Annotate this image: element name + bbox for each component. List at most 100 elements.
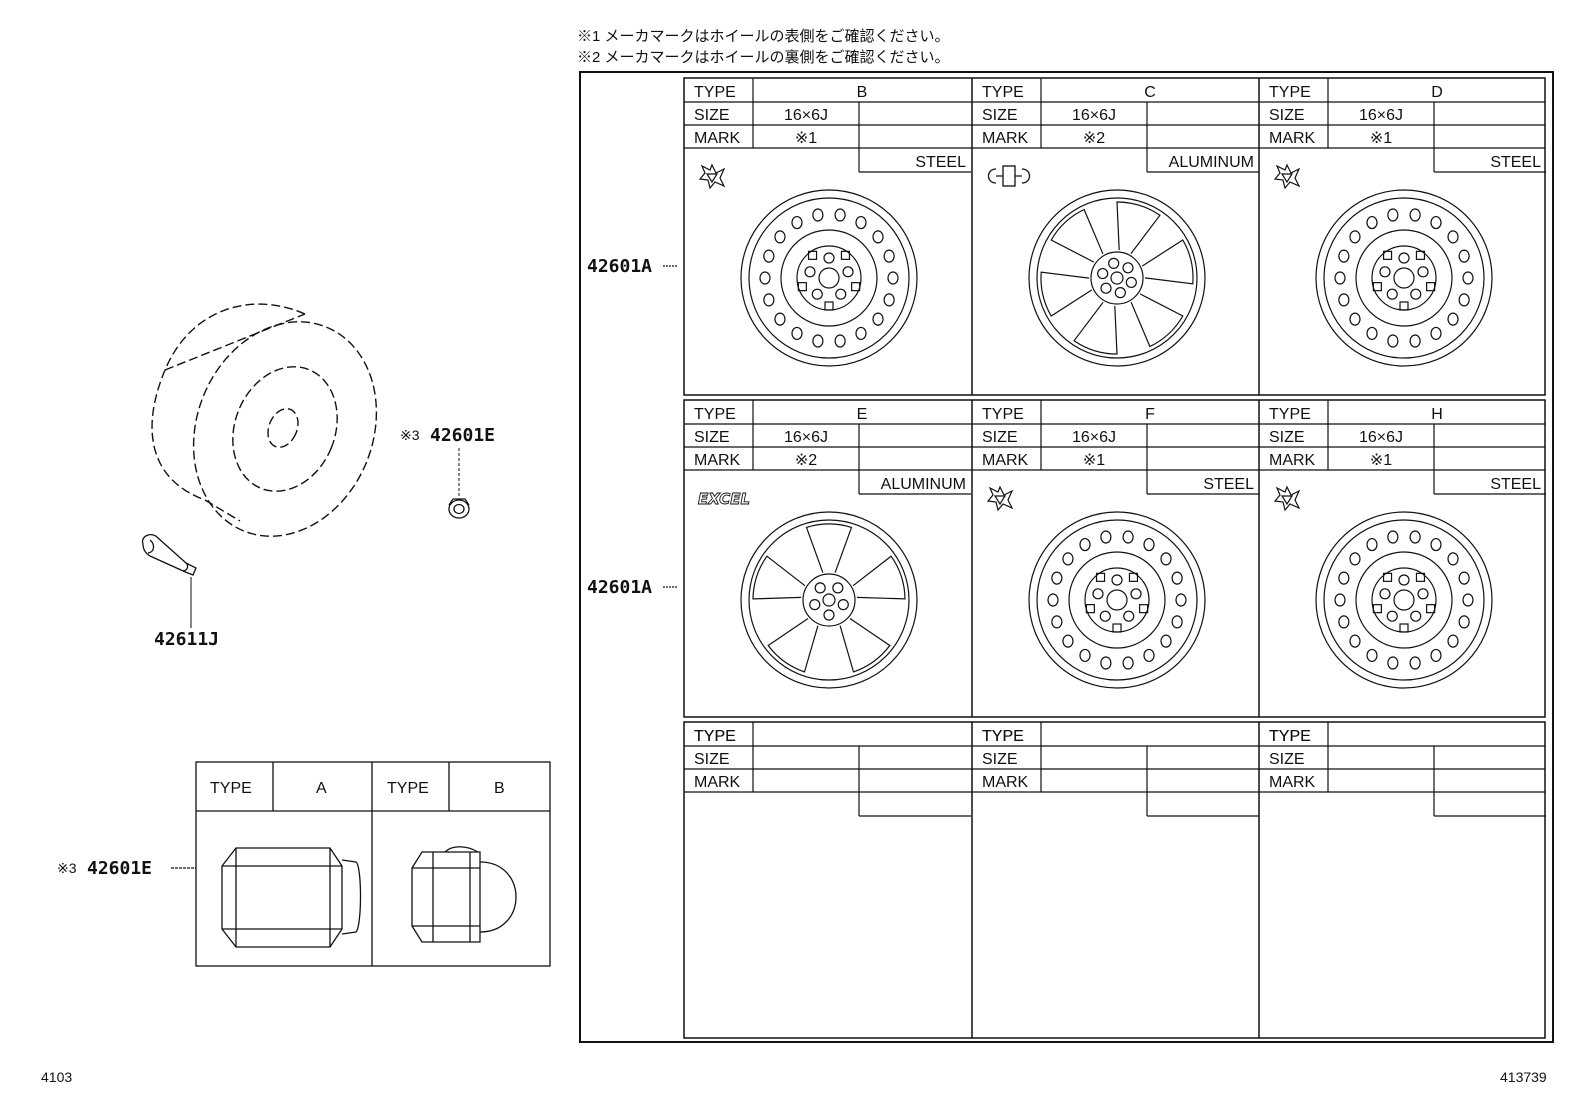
wheel-frame xyxy=(579,71,1554,1043)
material-value: STEEL xyxy=(1490,476,1541,493)
size-label: SIZE xyxy=(982,107,1018,124)
steel-wheel-illustration xyxy=(740,189,918,367)
type-value: D xyxy=(1431,84,1443,101)
size-label: SIZE xyxy=(1269,107,1305,124)
size-value: 16×6J xyxy=(784,107,828,124)
alloy-wheel-illustration xyxy=(1028,189,1206,367)
part-number-42601a-bottom: 42601A xyxy=(587,577,652,598)
tire-illustration xyxy=(151,303,378,537)
mark-value: ※1 xyxy=(1370,452,1392,469)
type-value: E xyxy=(857,406,868,423)
mark-value: ※1 xyxy=(795,130,817,147)
excel-logo-icon: EXCEL xyxy=(698,490,751,509)
star-logo-icon xyxy=(1273,485,1301,512)
type-label: TYPE xyxy=(982,728,1024,745)
size-value: 16×6J xyxy=(1072,107,1116,124)
size-label: SIZE xyxy=(694,107,730,124)
nut-table-type-a: A xyxy=(316,780,327,797)
lug-nut-type-b-icon xyxy=(411,846,517,943)
star-logo-icon xyxy=(1273,163,1301,190)
alloy-wheel-illustration xyxy=(740,511,918,689)
type-value: H xyxy=(1431,406,1443,423)
size-label: SIZE xyxy=(1269,751,1305,768)
mark-label: MARK xyxy=(1269,130,1316,147)
material-value: STEEL xyxy=(915,154,966,171)
steel-wheel-illustration xyxy=(1315,511,1493,689)
part-number-42601e-top: 42601E xyxy=(430,425,495,446)
material-value: ALUMINUM xyxy=(1169,154,1254,171)
mark-label: MARK xyxy=(982,452,1029,469)
size-label: SIZE xyxy=(982,429,1018,446)
type-value: F xyxy=(1145,406,1155,423)
mark-value: ※1 xyxy=(1083,452,1105,469)
type-label: TYPE xyxy=(694,406,736,423)
type-label: TYPE xyxy=(694,84,736,101)
steel-wheel-illustration xyxy=(1028,511,1206,689)
size-label: SIZE xyxy=(1269,429,1305,446)
size-value: 16×6J xyxy=(1072,429,1116,446)
mark-label: MARK xyxy=(1269,452,1316,469)
size-value: 16×6J xyxy=(1359,429,1403,446)
footer-right-code: 413739 xyxy=(1500,1069,1547,1085)
type-label: TYPE xyxy=(1269,84,1311,101)
nut-note-marker: ※3 xyxy=(400,427,420,443)
bridge-logo-icon xyxy=(987,165,1031,187)
lug-nut-small-icon xyxy=(448,498,470,519)
part-number-42601a-top: 42601A xyxy=(587,256,652,277)
type-label: TYPE xyxy=(1269,406,1311,423)
mark-value: ※2 xyxy=(795,452,817,469)
svg-text:EXCEL: EXCEL xyxy=(698,490,750,508)
note-2: ※2 メーカマークはホイールの裏側をご確認ください。 xyxy=(577,48,950,66)
type-label: TYPE xyxy=(1269,728,1311,745)
size-label: SIZE xyxy=(694,751,730,768)
star-logo-icon xyxy=(986,485,1014,512)
mark-label: MARK xyxy=(982,130,1029,147)
type-label: TYPE xyxy=(694,728,736,745)
type-label: TYPE xyxy=(982,84,1024,101)
type-value: C xyxy=(1144,84,1156,101)
mark-value: ※2 xyxy=(1083,130,1105,147)
size-value: 16×6J xyxy=(784,429,828,446)
mark-label: MARK xyxy=(694,452,741,469)
nut-table-type-label-b: TYPE xyxy=(387,780,429,797)
part-number-42611j: 42611J xyxy=(154,629,219,650)
size-value: 16×6J xyxy=(1359,107,1403,124)
type-value: B xyxy=(857,84,868,101)
part-number-42601e-table: 42601E xyxy=(87,858,152,879)
note-1: ※1 メーカマークはホイールの表側をご確認ください。 xyxy=(577,28,950,45)
size-label: SIZE xyxy=(694,429,730,446)
material-value: STEEL xyxy=(1203,476,1254,493)
nut-table-type-b: B xyxy=(494,780,505,797)
lug-nut-type-a-icon xyxy=(221,847,362,948)
mark-label: MARK xyxy=(982,774,1029,791)
mark-label: MARK xyxy=(1269,774,1316,791)
material-value: ALUMINUM xyxy=(881,476,966,493)
steel-wheel-illustration xyxy=(1315,189,1493,367)
type-label: TYPE xyxy=(694,728,736,745)
mark-label: MARK xyxy=(694,130,741,147)
size-label: SIZE xyxy=(982,751,1018,768)
type-label: TYPE xyxy=(982,728,1024,745)
nut-note-marker-table: ※3 xyxy=(57,860,77,876)
type-label: TYPE xyxy=(982,406,1024,423)
valve-stem-icon xyxy=(141,534,197,576)
mark-value: ※1 xyxy=(1370,130,1392,147)
nut-table-type-label-a: TYPE xyxy=(210,780,252,797)
type-label: TYPE xyxy=(1269,728,1311,745)
nut-type-table xyxy=(195,761,551,967)
mark-label: MARK xyxy=(694,774,741,791)
star-logo-icon xyxy=(698,163,726,190)
